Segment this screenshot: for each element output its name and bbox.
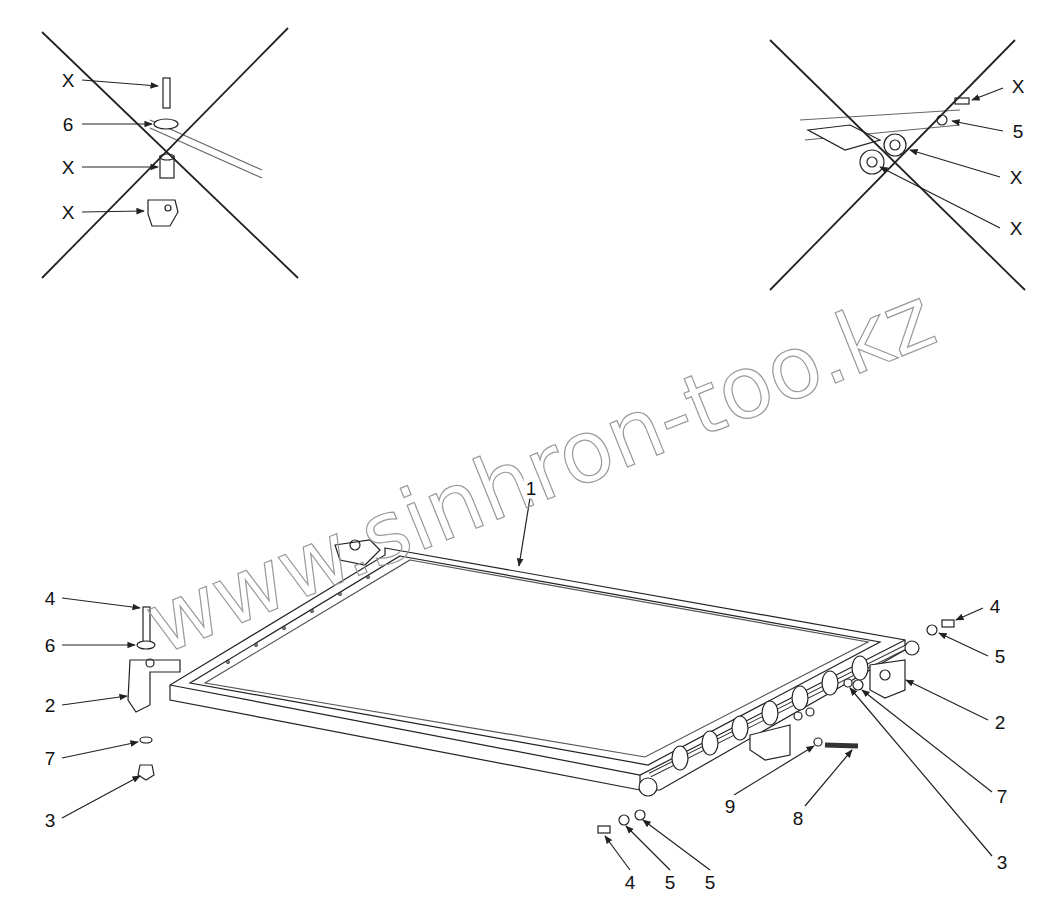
callout-number: X [60,157,77,178]
callout-number: 5 [663,872,678,893]
callout-number: 9 [723,796,738,817]
callout-number: 7 [995,786,1010,807]
callout-number: X [60,202,77,223]
callout-number: X [1008,167,1025,188]
callout-number: 3 [43,810,58,831]
callout-number: 4 [43,588,58,609]
callout-number: 7 [43,748,58,769]
inset-left [42,28,298,278]
callout-number: 2 [43,695,58,716]
callout-number: X [1008,218,1025,239]
callout-number: X [1010,76,1027,97]
callout-number: 6 [43,635,58,656]
callout-number: X [60,70,77,91]
callout-number: 4 [988,596,1003,617]
callout-number: 8 [791,808,806,829]
callout-number: 6 [61,114,76,135]
leader-lines [62,498,992,870]
inset-right [770,40,1025,290]
callout-number: 2 [993,712,1008,733]
callout-number: 1 [524,478,539,499]
callout-number: 5 [993,646,1008,667]
callout-number: 3 [995,852,1010,873]
callout-number: 5 [1011,121,1026,142]
callout-number: 4 [623,872,638,893]
callout-number: 5 [703,872,718,893]
